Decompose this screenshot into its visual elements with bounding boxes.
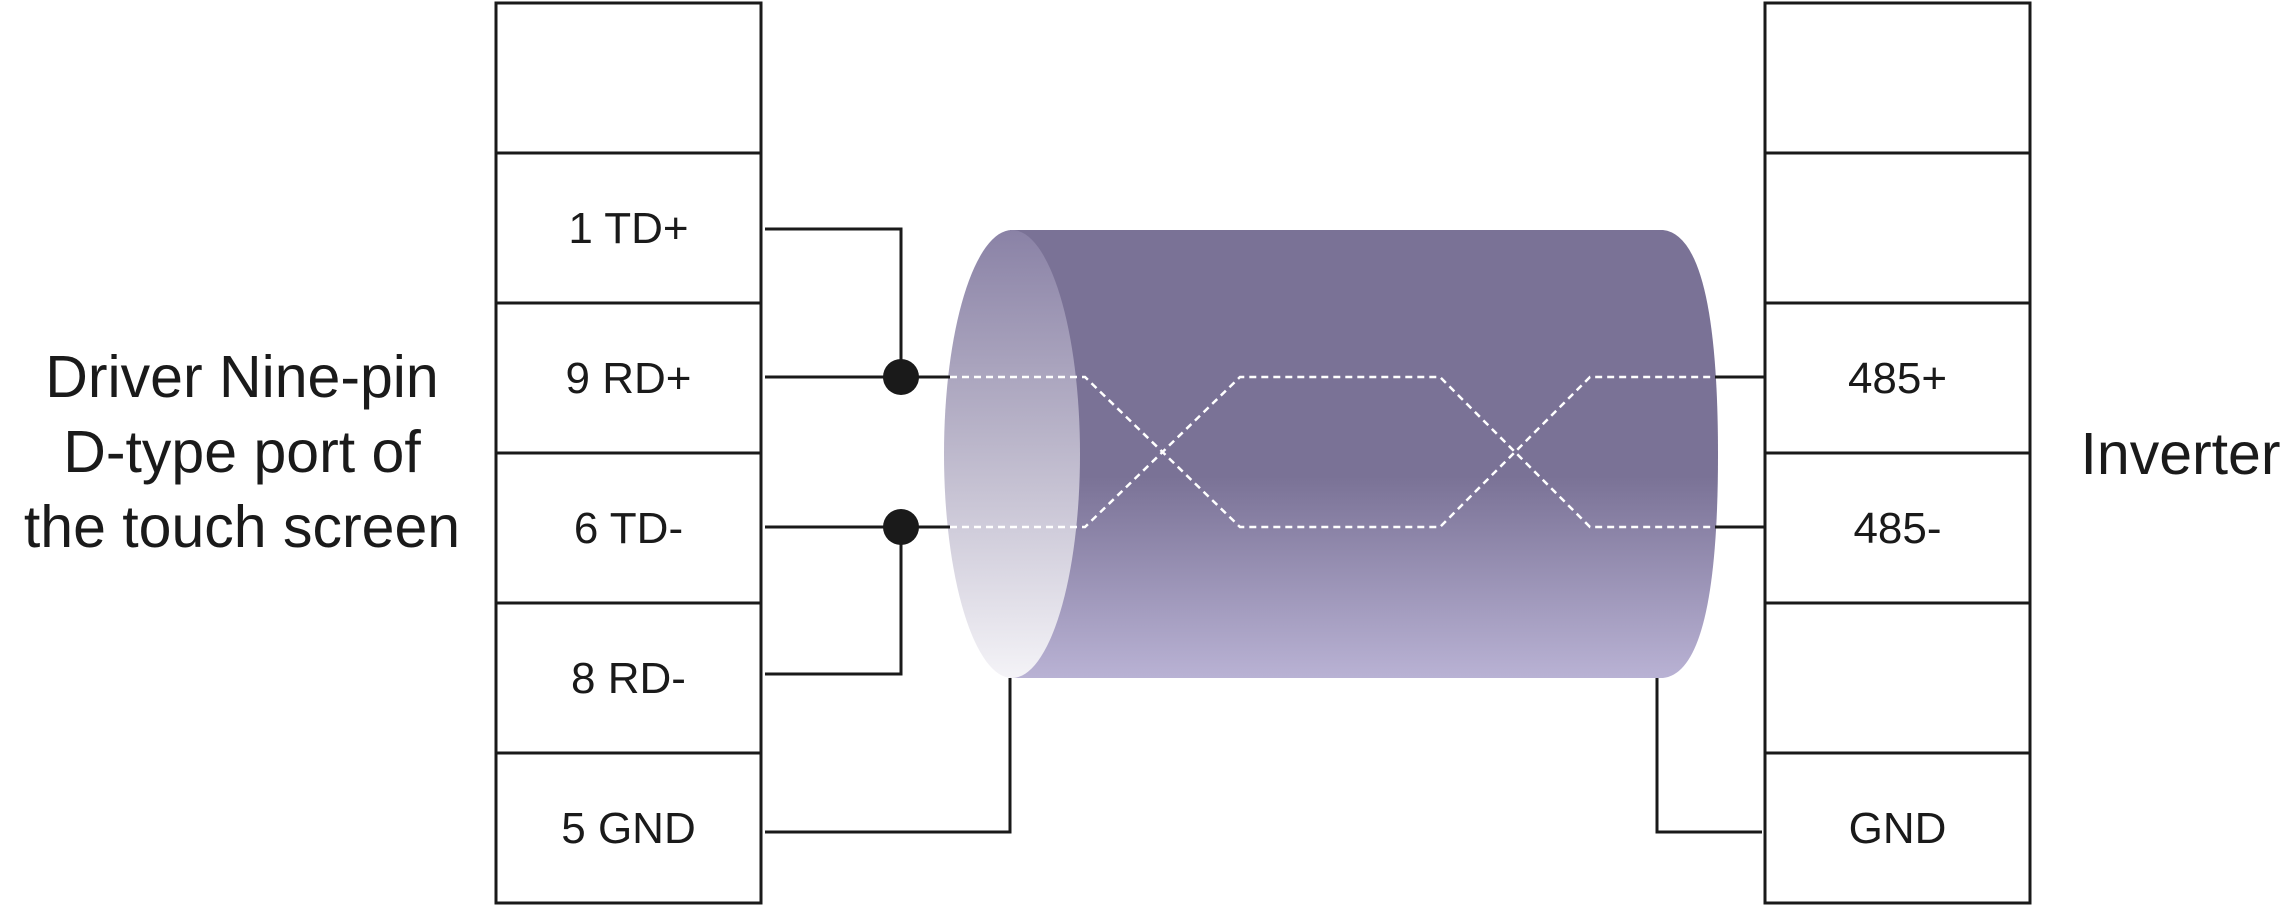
left-pin-label: 9 RD+	[566, 354, 692, 403]
right-pin-cell	[1763, 751, 2032, 905]
dashed-wire-a	[950, 375, 1715, 529]
right-pin-cell	[1763, 301, 2032, 455]
left-connector-title: Driver Nine-pin D-type port of the touch…	[0, 340, 484, 565]
left-pin-cell	[494, 301, 763, 455]
junction-dot-top	[883, 359, 919, 395]
left-pin-label: 8 RD-	[571, 654, 686, 703]
wire-td-plus	[765, 227, 903, 377]
right-pin-label: GND	[1849, 804, 1947, 853]
right-connector-title: Inverter	[2066, 417, 2295, 492]
right-wiring	[1655, 375, 1765, 834]
right-pin-label: 485+	[1848, 354, 1947, 403]
cable-end-face	[944, 230, 1080, 678]
left-title-line-3: the touch screen	[23, 494, 461, 560]
wire-gnd-left	[765, 678, 1012, 834]
shielded-cable	[944, 230, 1718, 678]
left-pin-cell	[494, 151, 763, 305]
right-pin-cell	[1763, 151, 2032, 305]
right-pin-cell	[1763, 1, 2032, 155]
cable-body	[1010, 230, 1718, 678]
wire-gnd-right	[1655, 678, 1762, 834]
left-wiring	[765, 227, 1012, 834]
junction-dot-bottom	[883, 509, 919, 545]
left-pin-label: 1 TD+	[568, 204, 688, 253]
left-connector: 1 TD+ 9 RD+ 6 TD- 8 RD- 5 GND	[494, 1, 763, 905]
wire-rd-minus	[765, 527, 903, 676]
left-pin-cell	[494, 1, 763, 155]
left-pin-label: 6 TD-	[574, 504, 683, 553]
twisted-pair-wires	[950, 375, 1715, 529]
left-title-line-1: Driver Nine-pin	[45, 344, 439, 410]
right-title: Inverter	[2080, 421, 2281, 487]
right-pin-label: 485-	[1853, 504, 1941, 553]
left-pin-label: 5 GND	[561, 804, 695, 853]
left-pin-cell	[494, 451, 763, 605]
left-pin-cell	[494, 751, 763, 905]
left-title-line-2: D-type port of	[63, 419, 421, 485]
right-connector: 485+ 485- GND	[1763, 1, 2032, 905]
dashed-wire-b	[950, 375, 1715, 529]
right-pin-cell	[1763, 601, 2032, 755]
